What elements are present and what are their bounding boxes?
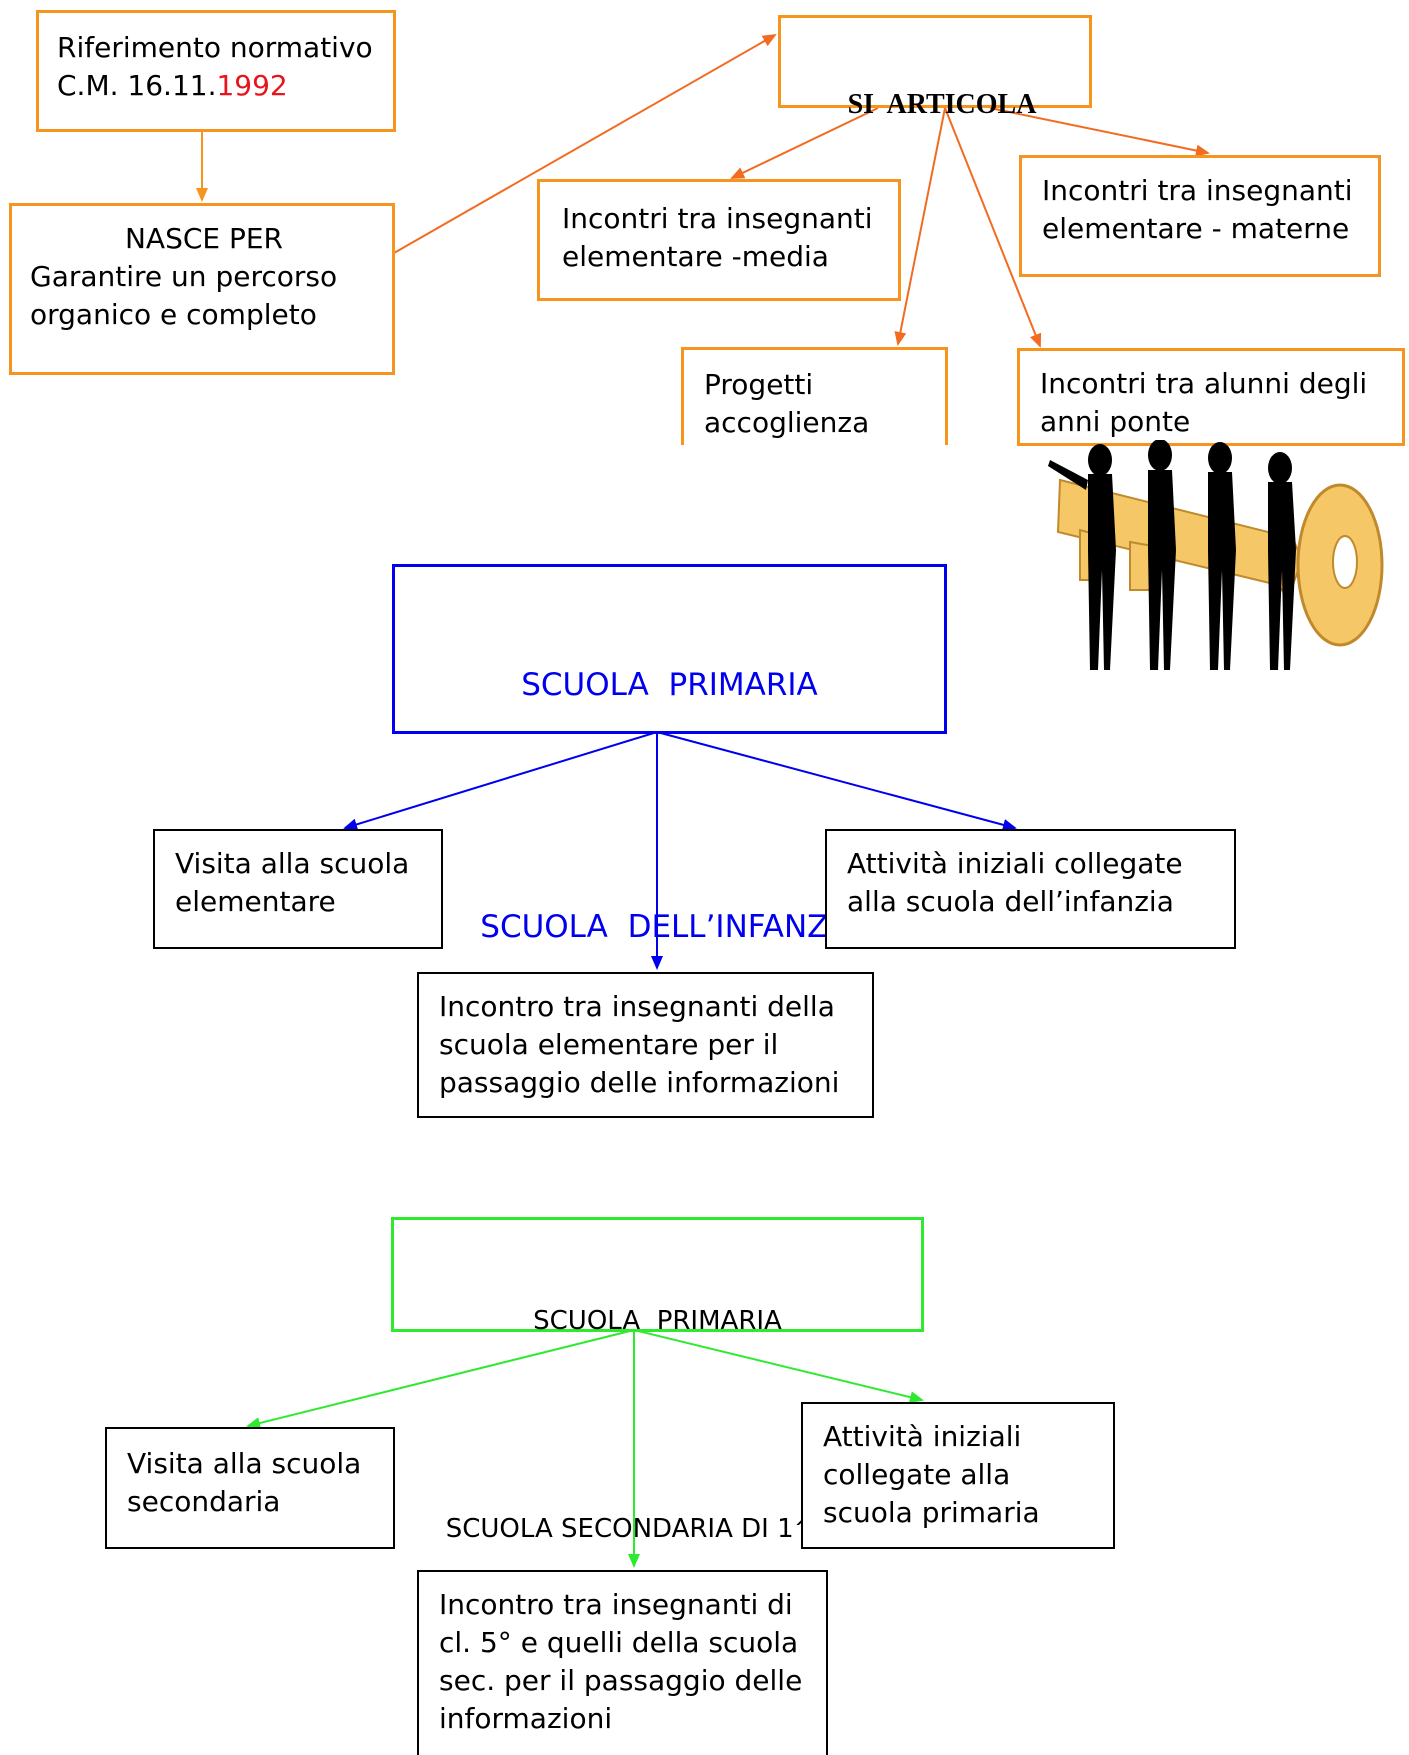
infanzia-visita-line2: elementare (175, 885, 336, 918)
secondaria-visita-box: Visita alla scuola secondaria (105, 1427, 395, 1549)
secondaria-incontro-box: Incontro tra insegnanti di cl. 5° e quel… (417, 1570, 828, 1755)
infanzia-visita-box: Visita alla scuola elementare (153, 829, 443, 949)
infanzia-incontro-line2: scuola elementare per il (439, 1028, 779, 1061)
infanzia-title1: SCUOLA PRIMARIA (521, 667, 818, 703)
incontri-materne-line2: elementare - materne (1042, 212, 1350, 245)
incontri-materne-line1: Incontri tra insegnanti (1042, 174, 1353, 207)
arrow-infanzia-visita (343, 731, 658, 831)
nasce-box: NASCE PER Garantire un percorso organico… (9, 203, 395, 375)
arrow-nasce-articola (393, 34, 777, 254)
arrow-articola-materne (989, 107, 1210, 157)
alunni-line2: anni ponte (1040, 405, 1191, 438)
progetti-line1: Progetti (704, 368, 814, 401)
nasce-title: NASCE PER (124, 222, 284, 255)
infanzia-incontro-line3: passaggio delle informazioni (439, 1066, 840, 1099)
riferimento-cm: C.M. 16.11. (57, 69, 217, 102)
arrow-secondaria-attivita (633, 1329, 924, 1403)
secondaria-title-box: SCUOLA PRIMARIA SCUOLA SECONDARIA DI 1^ … (391, 1217, 924, 1544)
secondaria-title1: SCUOLA PRIMARIA (533, 1306, 782, 1336)
si-articola-box: SI ARTICOLA (778, 15, 1092, 120)
secondaria-attivita-line1: Attività iniziali (823, 1420, 1022, 1453)
incontri-media-line1: Incontri tra insegnanti (562, 202, 873, 235)
secondaria-incontro-line1: Incontro tra insegnanti di (439, 1588, 793, 1621)
infanzia-title2: SCUOLA DELL’INFANZIA (480, 909, 859, 945)
nasce-line2: organico e completo (30, 298, 317, 331)
arrow-infanzia-attivita (656, 731, 1017, 831)
people-silhouettes (1048, 440, 1296, 670)
arrow-articola-alunni (944, 107, 1042, 348)
riferimento-box: Riferimento normativo C.M. 16.11.1992 (36, 10, 396, 132)
secondaria-attivita-box: Attività iniziali collegate alla scuola … (801, 1402, 1115, 1549)
progetti-box: Progetti accoglienza (681, 347, 948, 445)
incontri-media-box: Incontri tra insegnanti elementare -medi… (537, 179, 901, 301)
nasce-line1: Garantire un percorso (30, 260, 338, 293)
secondaria-incontro-line3: sec. per il passaggio delle (439, 1664, 803, 1697)
secondaria-visita-line2: secondaria (127, 1485, 281, 1518)
alunni-box: Incontri tra alunni degli anni ponte (1017, 348, 1405, 446)
secondaria-incontro-line4: informazioni (439, 1702, 613, 1735)
secondaria-attivita-line3: scuola primaria (823, 1496, 1040, 1529)
infanzia-title-box: SCUOLA PRIMARIA SCUOLA DELL’INFANZIA (392, 564, 947, 945)
key-people-illustration (1048, 440, 1384, 670)
arrow-articola-progetti (894, 107, 946, 346)
infanzia-incontro-box: Incontro tra insegnanti della scuola ele… (417, 972, 874, 1118)
incontri-media-line2: elementare -media (562, 240, 829, 273)
riferimento-line1: Riferimento normativo (57, 31, 373, 64)
alunni-line1: Incontri tra alunni degli (1040, 367, 1368, 400)
incontri-materne-box: Incontri tra insegnanti elementare - mat… (1019, 155, 1381, 277)
infanzia-attivita-line1: Attività iniziali collegate (847, 847, 1183, 880)
secondaria-visita-line1: Visita alla scuola (127, 1447, 362, 1480)
infanzia-attivita-line2: alla scuola dell’infanzia (847, 885, 1174, 918)
infanzia-incontro-line1: Incontro tra insegnanti della (439, 990, 835, 1023)
secondaria-attivita-line2: collegate alla (823, 1458, 1011, 1491)
progetti-line2: accoglienza (704, 406, 870, 439)
infanzia-attivita-box: Attività iniziali collegate alla scuola … (825, 829, 1236, 949)
si-articola-label: SI ARTICOLA (847, 89, 1037, 120)
infanzia-visita-line1: Visita alla scuola (175, 847, 410, 880)
arrow-secondaria-visita (246, 1329, 635, 1429)
secondaria-incontro-line2: cl. 5° e quelli della scuola (439, 1626, 799, 1659)
riferimento-year: 1992 (216, 69, 288, 102)
arrow-articola-media (730, 107, 879, 179)
